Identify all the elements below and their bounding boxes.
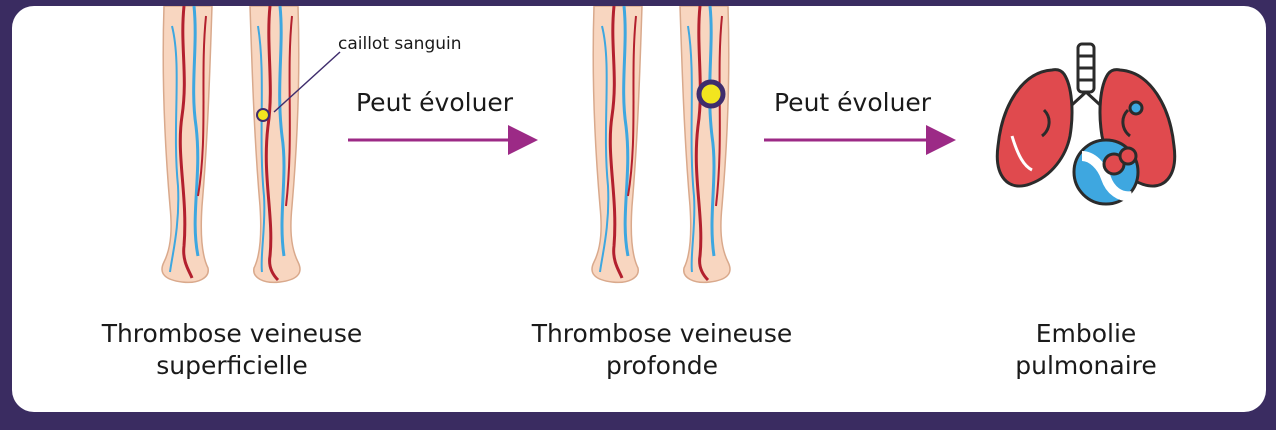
caption-line-2: profonde xyxy=(605,351,719,380)
stage-caption-embolism: Embolie pulmonaire xyxy=(936,318,1236,382)
caption-line-1: Thrombose veineuse xyxy=(101,319,363,348)
legs-illustration-deep xyxy=(591,6,731,284)
clot-marker-small xyxy=(256,108,270,122)
right-leg xyxy=(249,6,301,284)
clot-marker-large xyxy=(696,79,726,109)
legs-illustration-superficial xyxy=(161,6,301,284)
illustration-canvas xyxy=(161,6,1177,284)
caption-line-2: pulmonaire xyxy=(1015,351,1157,380)
left-leg xyxy=(591,6,643,284)
clot-annotation-label: caillot sanguin xyxy=(338,34,462,54)
arrow-label-2: Peut évoluer xyxy=(774,88,932,117)
diagram-panel: caillot sanguin Peut évoluer Peut évolue… xyxy=(12,6,1266,412)
caption-line-1: Embolie xyxy=(1035,319,1137,348)
stage-caption-superficial: Thrombose veineuse superficielle xyxy=(82,318,382,382)
stage-caption-deep: Thrombose veineuse profonde xyxy=(512,318,812,382)
caption-line-1: Thrombose veineuse xyxy=(531,319,793,348)
arrow-label-1: Peut évoluer xyxy=(356,88,514,117)
clot-leader-line xyxy=(273,51,341,113)
left-leg xyxy=(161,6,213,284)
caption-line-2: superficielle xyxy=(156,351,308,380)
right-leg xyxy=(679,6,731,284)
lungs-icon xyxy=(995,42,1177,206)
